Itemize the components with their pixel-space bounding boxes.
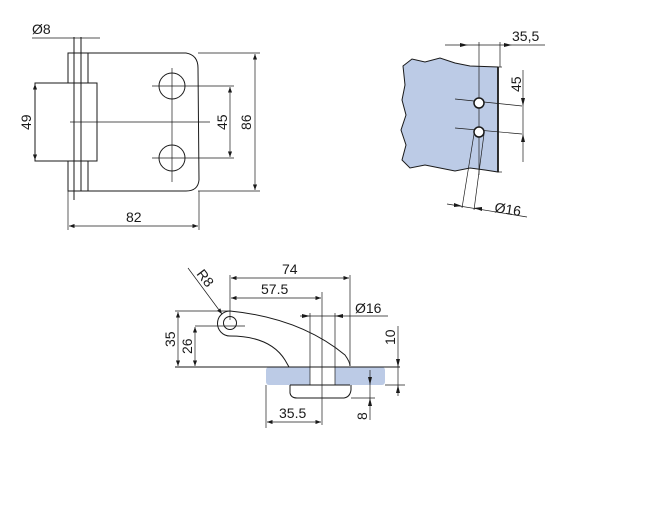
dim-pin-diameter: Ø8 [32,21,51,37]
dim-glass-hole-spacing: 45 [508,76,524,92]
glass-hole [473,97,485,109]
dim-pivot-height: 26 [179,338,195,354]
side-view: 74 57.5 Ø16 35 26 10 8 35.5 R8 [162,261,405,428]
front-view: Ø8 49 45 86 82 [18,21,260,230]
dim-plate-width: 82 [126,209,142,225]
dim-hole-spacing: 45 [214,114,230,130]
dim-cap-depth: 8 [354,412,370,420]
dim-edge-offset: 35,5 [512,28,539,44]
cap [289,385,352,399]
dim-glass-hole-diameter: Ø16 [494,199,523,219]
lever-arm [217,310,351,368]
dim-total-height: 35 [162,331,178,347]
dim-hole-center: 57.5 [261,281,288,297]
hinge-plate [67,52,200,192]
glass-hole [473,126,485,138]
dim-hinge-height: 49 [18,114,34,130]
dim-radius: R8 [194,266,218,290]
dim-side-hole-diameter: Ø16 [355,300,382,316]
glass-view: 35,5 45 Ø16 [400,28,545,219]
dim-plate-height: 86 [238,114,254,130]
glass-panel [400,57,499,173]
dim-base-offset: 35.5 [279,405,306,421]
dim-glass-thickness: 10 [382,329,398,345]
dim-overall-length: 74 [282,261,298,277]
